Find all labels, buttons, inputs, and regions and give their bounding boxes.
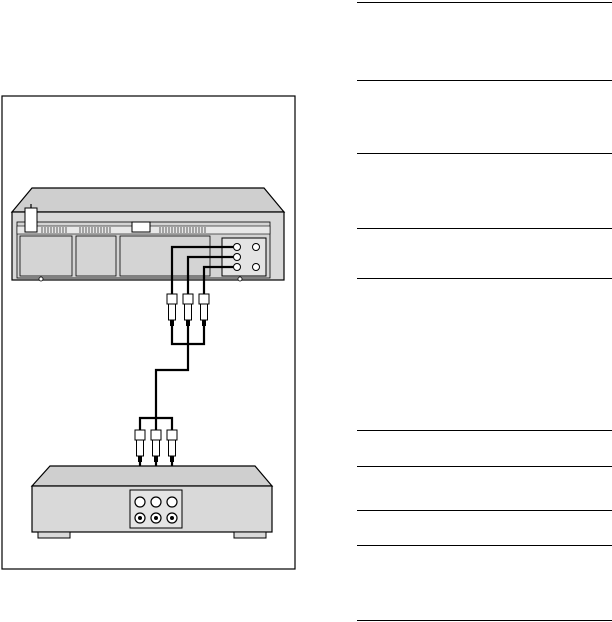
player-jack-3 (166, 496, 178, 508)
rule-5 (357, 278, 612, 279)
vcr-jack-in-2 (252, 263, 260, 271)
vcr-jack-audio-l (233, 253, 241, 261)
vcr-jack-video (233, 243, 241, 251)
main-cable (154, 326, 206, 402)
player-foot-right (233, 531, 267, 539)
vent-grille-right (159, 227, 206, 233)
rca-plug-2 (182, 293, 194, 326)
player-foot-left (37, 531, 71, 539)
rule-6 (357, 430, 612, 431)
vcr-jack-in-1 (252, 243, 260, 251)
antenna-connector (24, 207, 38, 233)
rca-plug-4 (134, 429, 146, 462)
compartment-2 (75, 235, 117, 277)
rca-plugs-upper (166, 293, 210, 326)
rule-9 (357, 545, 612, 546)
vcr-jack-audio-r (233, 263, 241, 271)
player-jack-2 (150, 496, 162, 508)
rca-plug-6 (166, 429, 178, 462)
cable-leads-top (170, 245, 233, 294)
screw-right (237, 276, 243, 282)
compartment-1 (19, 235, 73, 277)
player-input-jacks (134, 496, 178, 524)
rule-10 (357, 620, 612, 621)
rca-plugs-lower (134, 429, 178, 462)
vent-grille-left (41, 227, 67, 233)
cable-split-lower (138, 402, 174, 430)
center-bracket (131, 221, 151, 233)
rule-2 (357, 80, 612, 81)
rule-1 (357, 2, 612, 3)
player-jack-1 (134, 496, 146, 508)
vcr-top-surface (10, 187, 286, 213)
rule-3 (357, 153, 612, 154)
rule-4 (357, 228, 612, 229)
rule-8 (357, 510, 612, 511)
screw-left (38, 276, 44, 282)
player-top-surface (30, 465, 274, 487)
rule-7 (357, 466, 612, 467)
rca-plug-3 (198, 293, 210, 326)
vcr-rear-panel (10, 187, 286, 282)
player-device (30, 465, 274, 539)
rca-plug-1 (166, 293, 178, 326)
vent-grille-mid (79, 227, 111, 233)
rca-plug-5 (150, 429, 162, 462)
vcr-output-jacks (233, 243, 260, 271)
